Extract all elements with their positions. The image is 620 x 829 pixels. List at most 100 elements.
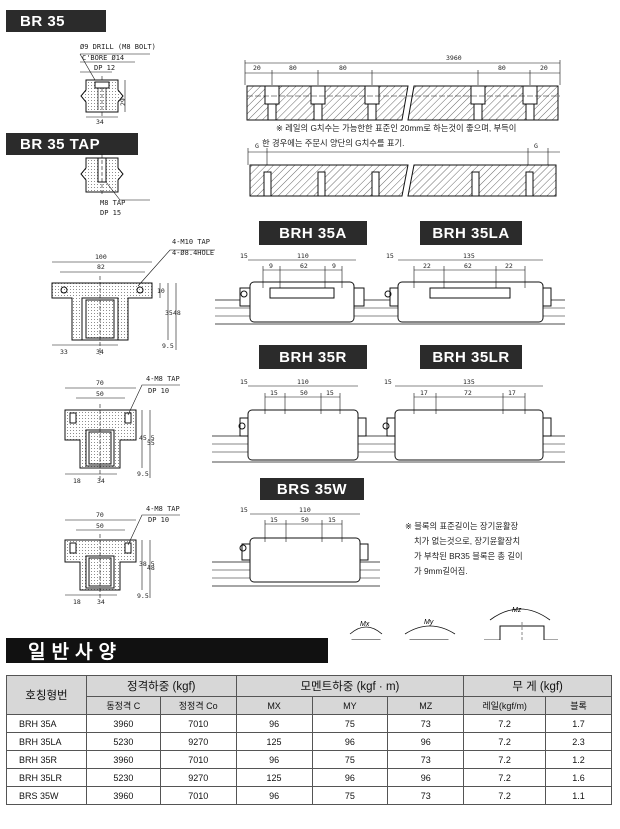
subheader-my: MY (311, 696, 389, 715)
brh35a-h35: 35 (165, 309, 173, 317)
brh35r-h55: 55 (147, 439, 155, 447)
cell-my: 75 (311, 714, 389, 733)
cell-static-co: 9270 (159, 768, 237, 787)
cell-mz: 96 (387, 732, 465, 751)
subheader-rail: 레일(kgf/m) (463, 696, 547, 715)
brh35r-w18: 18 (73, 477, 81, 485)
cell-my: 96 (311, 732, 389, 751)
cell-mz: 73 (387, 750, 465, 769)
cell-model: BRS 35W (6, 786, 87, 805)
brh35a-w34: 34 (96, 348, 104, 356)
cell-rail-weight: 7.2 (463, 786, 547, 805)
brh35lr-side-a72: 72 (464, 389, 472, 397)
cell-mx: 96 (235, 750, 313, 769)
brh35la-side-a22: 22 (423, 262, 431, 270)
rail-seg20-right: 20 (540, 64, 548, 72)
brh35a-side-b9: 9 (332, 262, 336, 270)
subheader-dynamic-c: 동정격 C (85, 696, 161, 715)
moment-mx-diagram (349, 626, 383, 640)
brh35a-h48: 48 (173, 309, 181, 317)
subheader-static-co: 정정격 Co (159, 696, 237, 715)
brs35w-w34: 34 (97, 598, 105, 606)
cell-rail-weight: 7.2 (463, 750, 547, 769)
cell-dynamic-c: 3960 (85, 714, 161, 733)
rail-seg80-3: 80 (498, 64, 506, 72)
cell-dynamic-c: 3960 (85, 786, 161, 805)
brh35a-w33: 33 (60, 348, 68, 356)
brs35w-w18: 18 (73, 598, 81, 606)
brs35w-front-view (64, 514, 180, 600)
rail-g-right: G (534, 142, 538, 150)
moment-my-label: My (424, 619, 434, 626)
cell-static-co: 7010 (159, 750, 237, 769)
cell-block-weight: 1.1 (545, 786, 612, 805)
rail-tap-side-view (247, 148, 560, 197)
brh35la-side-a62: 62 (464, 262, 472, 270)
tag-br35: BR 35 (6, 10, 106, 32)
cell-block-weight: 1.6 (545, 768, 612, 787)
rail-g-note-line1: ※ 레일의 G치수는 가능한한 표준인 20mm로 하는것이 좋으며, 부득이 (276, 123, 517, 133)
cell-model: BRH 35A (6, 714, 87, 733)
tag-brs35w: BRS 35W (260, 478, 364, 500)
brs35w-h385: 38.5 (139, 560, 155, 568)
cell-my: 75 (311, 750, 389, 769)
cell-rail-weight: 7.2 (463, 732, 547, 751)
rail-drill-label: Ø9 DRILL (M8 BOLT) (80, 43, 156, 51)
brh35a-hole-label: 4-Ø8.4HOLE (172, 249, 214, 257)
rail-dp-label: DP 12 (94, 64, 115, 72)
brh35r-w50: 50 (96, 390, 104, 398)
cell-block-weight: 1.2 (545, 750, 612, 769)
brh35a-side-view (215, 259, 385, 325)
brh35la-side-l135: 135 (463, 252, 475, 260)
tag-brh35a: BRH 35A (259, 221, 367, 245)
block-note-line3: 가 부착된 BR35 블록은 총 길이 (414, 551, 523, 561)
subheader-block: 블록 (545, 696, 612, 715)
brh35r-side-l110: 110 (297, 378, 309, 386)
brh35r-front-view (64, 384, 180, 480)
brh35lr-side-a17: 17 (420, 389, 428, 397)
subheader-mx: MX (235, 696, 313, 715)
tag-brh35lr: BRH 35LR (420, 345, 522, 369)
brs35w-h95: 9.5 (137, 592, 149, 600)
cell-static-co: 9270 (159, 732, 237, 751)
rail-side-view (244, 60, 561, 121)
block-note-line1: ※ 블록의 표준길이는 장기윤활장 (405, 521, 519, 531)
rail-g-left: G (255, 142, 259, 150)
header-moment-load: 모멘트하중 (kgf · m) (235, 675, 465, 697)
cell-static-co: 7010 (159, 714, 237, 733)
cell-rail-weight: 7.2 (463, 768, 547, 787)
cell-mx: 96 (235, 714, 313, 733)
cell-rail-weight: 7.2 (463, 714, 547, 733)
brs35w-w70: 70 (96, 511, 104, 519)
cell-my: 75 (311, 786, 389, 805)
brh35lr-side-view (380, 385, 565, 463)
header-weight: 무 게 (kgf) (463, 675, 612, 697)
brh35r-side-view (212, 385, 380, 463)
brh35r-side-a50: 50 (300, 389, 308, 397)
brh35a-side-s15: 15 (240, 252, 248, 260)
br35-rail-section (79, 53, 150, 118)
cell-mx: 96 (235, 786, 313, 805)
cell-my: 96 (311, 768, 389, 787)
br35tap-rail-section (80, 154, 150, 201)
tag-brh35la: BRH 35LA (420, 221, 522, 245)
brh35a-h10: 10 (157, 287, 165, 295)
brs35w-side-s15: 15 (240, 506, 248, 514)
brs35w-side-b15: 15 (328, 516, 336, 524)
brs35w-side-a50: 50 (301, 516, 309, 524)
block-note-line4: 가 9mm길어짐. (414, 566, 468, 576)
technical-drawings: Ø9 DRILL (M8 BOLT) C'BORE Ø14 DP 12 29 3… (51, 43, 565, 640)
brh35r-side-a15: 15 (270, 389, 278, 397)
brh35r-side-s15: 15 (240, 378, 248, 386)
moment-mx-label: Mx (360, 621, 370, 628)
brh35la-side-s15: 15 (386, 252, 394, 260)
cell-dynamic-c: 5230 (85, 768, 161, 787)
rail-w34: 34 (96, 118, 104, 126)
cell-mx: 125 (235, 732, 313, 751)
cell-model: BRH 35R (6, 750, 87, 769)
brh35r-dp-label: DP 10 (148, 387, 169, 395)
rail-length-total: 3960 (446, 54, 462, 62)
brh35la-side-b22: 22 (505, 262, 513, 270)
